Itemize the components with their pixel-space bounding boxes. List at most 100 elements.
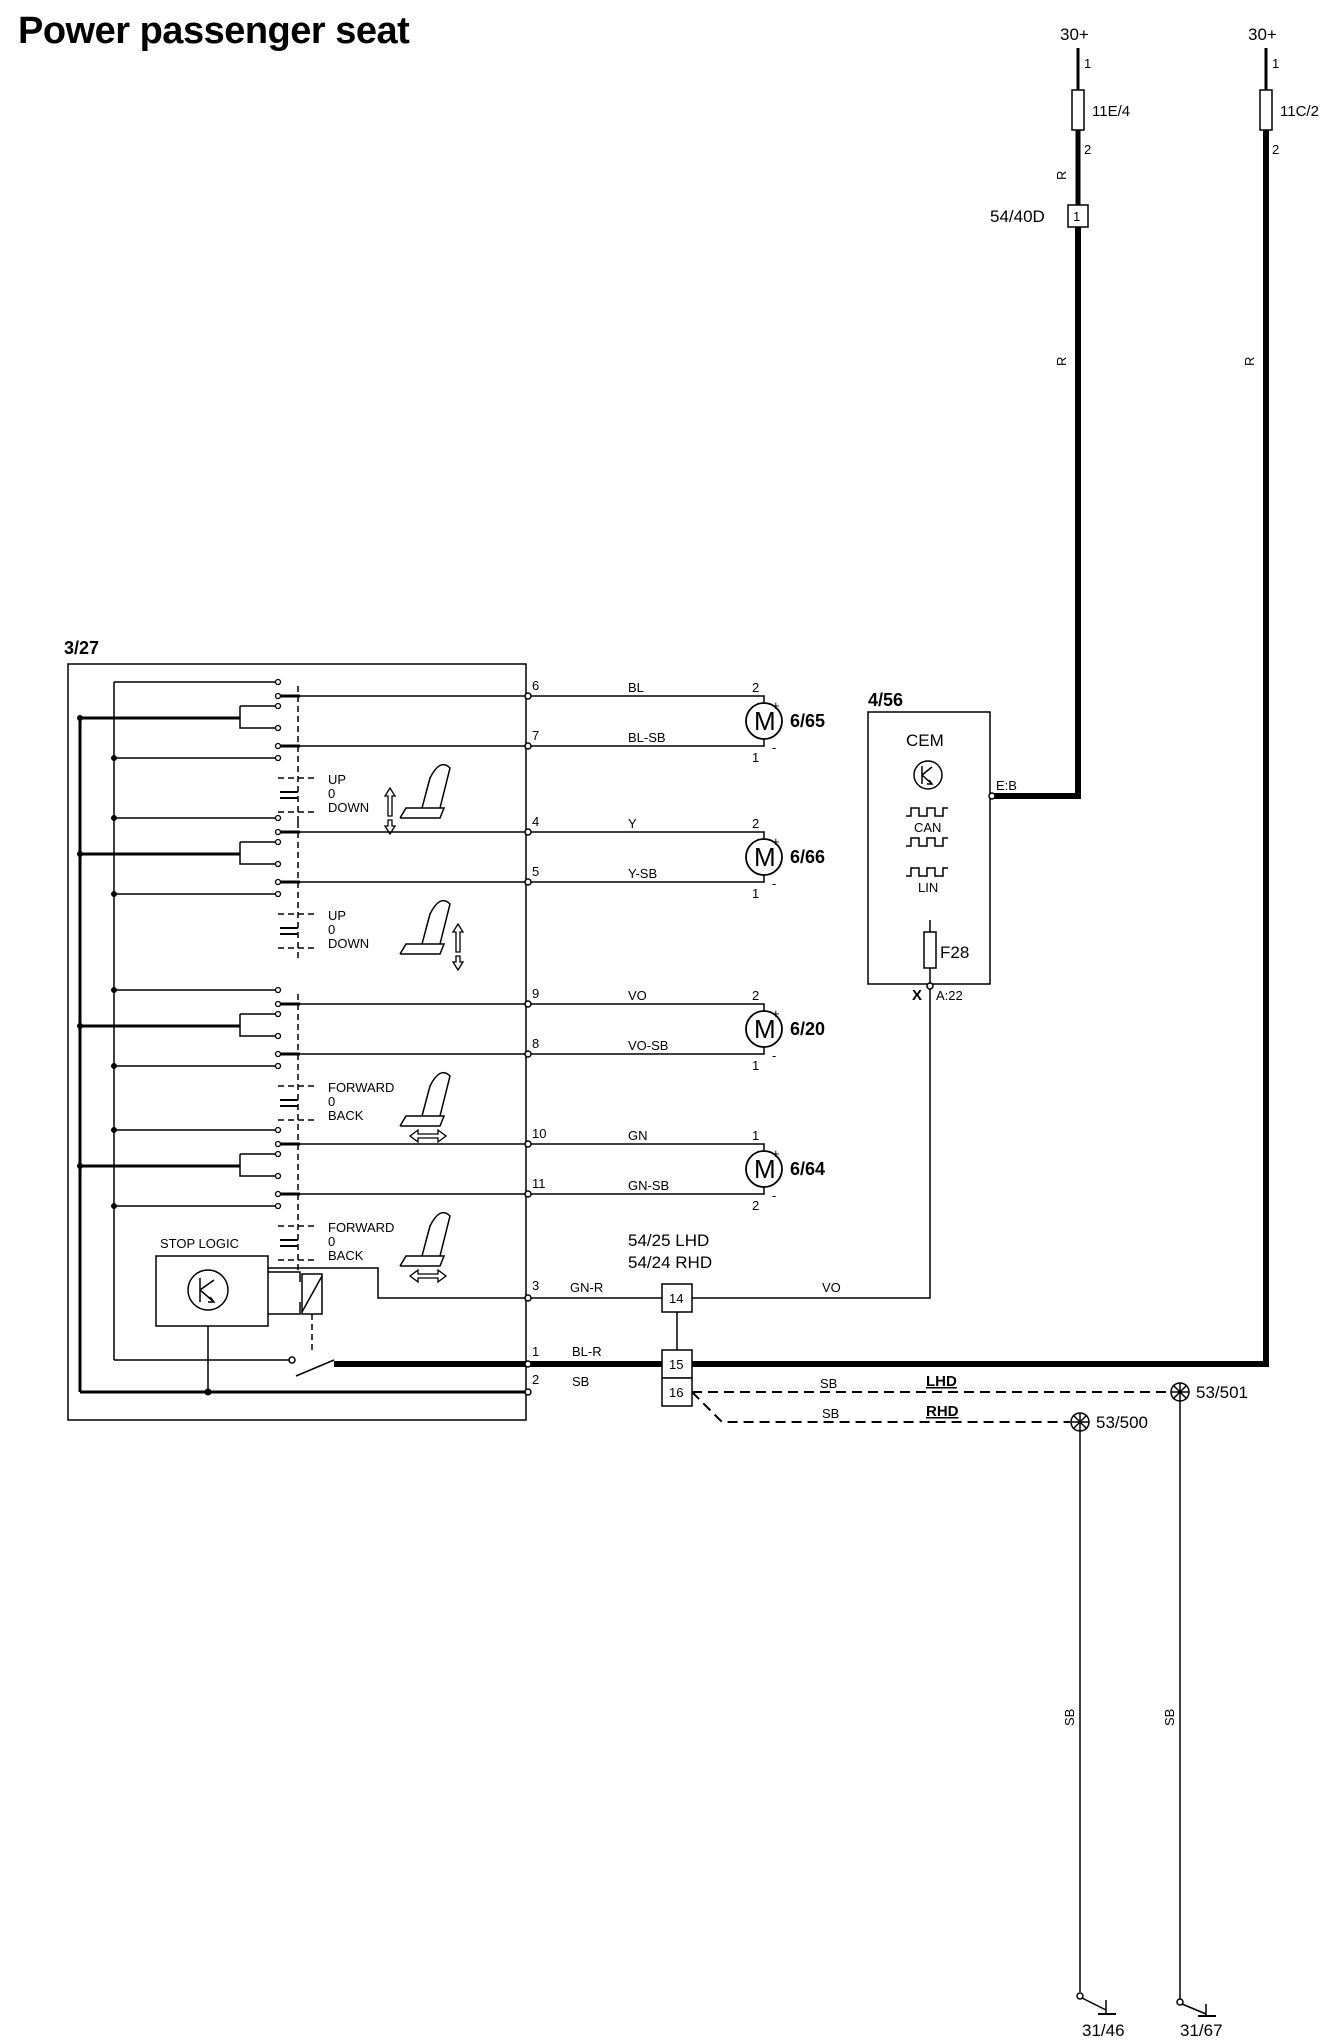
motor-symbol: M [754, 706, 776, 736]
motor-label: 6/64 [790, 1159, 825, 1179]
cem-lin-label: LIN [918, 880, 938, 895]
wire-color-vo: VO [628, 988, 647, 1003]
page-title: Power passenger seat [18, 10, 410, 52]
stop-logic-label: STOP LOGIC [160, 1236, 239, 1251]
motor-6-64-icon [745, 1150, 783, 1188]
pin-10: 10 [532, 1126, 546, 1141]
cem-module: 4/56 CEM CAN LIN F28 E:B X A:22 [692, 690, 1017, 1299]
seat-adjust-1-icon [383, 763, 451, 836]
seat-module-label: 3/27 [64, 638, 99, 658]
pin-7: 7 [532, 728, 539, 743]
pin-1: 1 [532, 1344, 539, 1359]
cem-pin-in: E:B [996, 778, 1017, 793]
splice-53-501-icon [1170, 1382, 1190, 1402]
fuse-11e4-label: 11E/4 [1092, 103, 1130, 120]
motor-label: 6/20 [790, 1019, 825, 1039]
junction-label-rhd: 54/24 RHD [628, 1253, 712, 1272]
cem-name: CEM [906, 731, 944, 750]
ground-wire-color-left: SB [1062, 1709, 1077, 1726]
motor-symbol: M [754, 1154, 776, 1184]
junction-pin-16: 16 [669, 1385, 683, 1400]
switch-1-pos-3: DOWN [328, 800, 369, 815]
switch-4-pos-2: 0 [328, 1234, 335, 1249]
cem-fuse-label: F28 [940, 943, 969, 962]
seat-adjust-4-icon [399, 1211, 451, 1284]
fuse-2-pin-bottom: 2 [1272, 142, 1279, 157]
motor-label: 6/66 [790, 847, 825, 867]
switch-2-pos-1: UP [328, 908, 346, 923]
motor-plus: + [772, 1146, 780, 1161]
splice-53-500-label: 53/500 [1096, 1413, 1148, 1432]
switch-3-pos-2: 0 [328, 1094, 335, 1109]
cem-fuse-f28 [923, 931, 937, 969]
motor-top-pin: 2 [752, 816, 759, 831]
switch-3-pos-1: FORWARD [328, 1080, 394, 1095]
switch-3-pos-3: BACK [328, 1108, 364, 1123]
ground-31-46-icon [1076, 1992, 1116, 2015]
motor-symbol: M [754, 1014, 776, 1044]
pin-4: 4 [532, 814, 539, 829]
supply-label-1: 30+ [1060, 25, 1089, 44]
motor-bottom-pin: 2 [752, 1198, 759, 1213]
switch-2-pos-2: 0 [328, 922, 335, 937]
switch-1-pos-1: UP [328, 772, 346, 787]
switch-4-pos-3: BACK [328, 1248, 364, 1263]
junction-pin-15: 15 [669, 1357, 683, 1372]
wire-color-r-2: R [1054, 357, 1069, 366]
splice-53-501-label: 53/501 [1196, 1383, 1248, 1402]
wire-color-r-3: R [1242, 357, 1257, 366]
pin-11: 11 [532, 1176, 546, 1191]
wire-gn-r: GN-R [570, 1280, 603, 1295]
seat-adjust-2-icon [399, 899, 465, 972]
motor-top-pin: 2 [752, 680, 759, 695]
ground-31-46-label: 31/46 [1082, 2021, 1125, 2040]
fuse-1-pin-top: 1 [1084, 56, 1091, 71]
motor-top-pin: 1 [752, 1128, 759, 1143]
cem-pin-out-x: X [912, 987, 922, 1004]
pin-8: 8 [532, 1036, 539, 1051]
motor-6-66-icon [745, 838, 783, 876]
pin-3: 3 [532, 1278, 539, 1293]
ground-paths: SB LHD SB RHD 53/501 53/500 SB SB 31/46 [691, 1373, 1248, 2040]
wire-color-bl: BL [628, 680, 644, 695]
motor-label: 6/65 [790, 711, 825, 731]
wire-vo-cem: VO [822, 1280, 841, 1295]
bottom-pins: 3 GN-R VO 1 BL-R 2 SB [524, 1278, 841, 1396]
fuse-1-pin-bottom: 2 [1084, 142, 1091, 157]
supply-label-2: 30+ [1248, 25, 1277, 44]
wire-color-y-sb: Y-SB [628, 866, 657, 881]
junction-pin-14: 14 [669, 1291, 683, 1306]
motor-top-pin: 2 [752, 988, 759, 1003]
can-wave-icon [906, 807, 948, 817]
ground-wire-color-right: SB [1162, 1709, 1177, 1726]
lin-wave-icon [906, 867, 948, 877]
wire-color-gn-sb: GN-SB [628, 1178, 669, 1193]
motor-plus: + [772, 1006, 780, 1021]
wire-color-bl-sb: BL-SB [628, 730, 666, 745]
junction-label-lhd: 54/25 LHD [628, 1231, 709, 1250]
rhd-label: RHD [926, 1403, 959, 1420]
connector-54-40d-label: 54/40D [990, 207, 1045, 226]
motor-6-20-icon [745, 1010, 783, 1048]
seat-module: 3/27 UP0DOWNUP0DOWNFORWARD0BACKFORWARD0B… [64, 638, 530, 1421]
pin-2: 2 [532, 1372, 539, 1387]
motor-6-65-icon [745, 702, 783, 740]
lhd-wire-color: SB [820, 1376, 837, 1391]
fuse-11c2 [1259, 89, 1273, 131]
stop-logic-transistor-icon [187, 1269, 229, 1311]
wire-color-gn: GN [628, 1128, 648, 1143]
wire-bl-r: BL-R [572, 1344, 602, 1359]
pin-6: 6 [532, 678, 539, 693]
wire-color-r-1: R [1054, 171, 1069, 180]
pin-5: 5 [532, 864, 539, 879]
pin-9: 9 [532, 986, 539, 1001]
lhd-label: LHD [926, 1373, 957, 1390]
ground-31-67-label: 31/67 [1180, 2021, 1223, 2040]
motor-plus: + [772, 698, 780, 713]
